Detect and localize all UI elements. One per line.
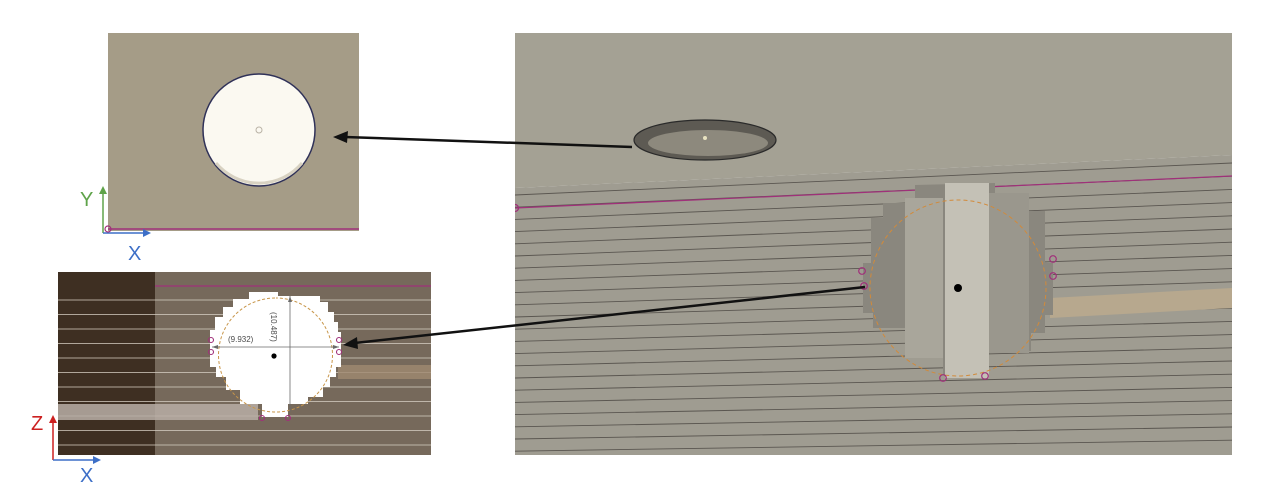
sketch-point-left-1: [207, 336, 215, 344]
sketch-point-bottom-1: [258, 414, 266, 422]
sketch-point-bottom-2: [284, 414, 292, 422]
sketch-edge-line: [515, 175, 1232, 209]
layer-line: [515, 320, 1232, 342]
layer-line: [515, 386, 1232, 403]
front-axis-x-label: X: [80, 465, 94, 487]
layer-line: [515, 334, 1232, 355]
cavity-rib-right: [989, 193, 1029, 353]
layer-line: [515, 413, 1232, 428]
origin-point: [104, 225, 112, 233]
arrowhead-front-view: [343, 337, 358, 349]
sketch-point-right-2: [335, 348, 343, 356]
height-dim-arrow-top: [288, 296, 292, 302]
hole-dashed-circle: [218, 297, 333, 413]
y-axis-arrowhead: [99, 186, 107, 194]
sketch-point-left-1: [858, 267, 866, 275]
sketch-point-left-2: [207, 348, 215, 356]
sketch-point-bottom-2: [981, 372, 989, 380]
sketch-point-left-2: [860, 282, 868, 290]
sketch-point-bottom-1: [939, 374, 947, 382]
x-axis-arrowhead: [93, 456, 101, 464]
cavity-center-dot: [954, 284, 962, 292]
arrowhead-top-view: [333, 131, 348, 143]
top-view-axis-triad: [99, 186, 151, 237]
layer-line: [515, 400, 1232, 416]
oval-hole-inner: [648, 130, 768, 156]
isometric-view-drawing: [515, 33, 1232, 455]
arrow-hole-to-top-view: [344, 135, 633, 149]
sketch-point-right-2: [1049, 272, 1057, 280]
cavity-dashed-circle: [869, 199, 1047, 377]
x-axis-arrowhead: [143, 229, 151, 237]
isometric-view-panel: [515, 33, 1232, 455]
dark-section: [58, 272, 155, 455]
width-dim-arrow-right: [333, 345, 339, 349]
tan-band: [338, 365, 431, 379]
front-view-axis-triad: [49, 415, 101, 464]
front-view-panel: (9.932) (10.487): [58, 272, 431, 455]
top-axis-y-label: Y: [80, 189, 94, 211]
layer-line: [515, 373, 1232, 391]
hole-shading: [214, 162, 304, 185]
cavity-highlight: [945, 183, 989, 378]
layer-line: [515, 162, 1232, 196]
width-dim-arrow-left: [212, 345, 218, 349]
tan-band: [1050, 288, 1232, 318]
hole-center-dot: [271, 353, 277, 359]
layer-line: [515, 426, 1232, 440]
oval-hole-center: [703, 136, 707, 140]
hole-circle: [202, 73, 316, 187]
width-dimension-text: (9.932): [228, 335, 254, 344]
z-axis-arrowhead: [49, 415, 57, 423]
layer-line: [515, 439, 1232, 452]
layer-line: [515, 347, 1232, 367]
sketch-point-edge: [515, 203, 520, 213]
layer-line: [515, 188, 1232, 220]
hole-center-point: [255, 126, 263, 134]
layer-line: [515, 202, 1232, 233]
cavity-rib-left: [905, 198, 943, 358]
layer-line: [515, 360, 1232, 379]
top-axis-x-label: X: [128, 243, 142, 265]
sketch-point-right-1: [335, 336, 343, 344]
front-axis-z-label: Z: [31, 413, 44, 435]
sketch-point-right-1: [1049, 255, 1057, 263]
arrow-cavity-to-front-view: [354, 285, 866, 345]
top-view-drawing: [108, 33, 359, 231]
light-band: [58, 404, 258, 420]
top-view-panel: [108, 33, 359, 231]
front-view-drawing: [58, 272, 431, 455]
